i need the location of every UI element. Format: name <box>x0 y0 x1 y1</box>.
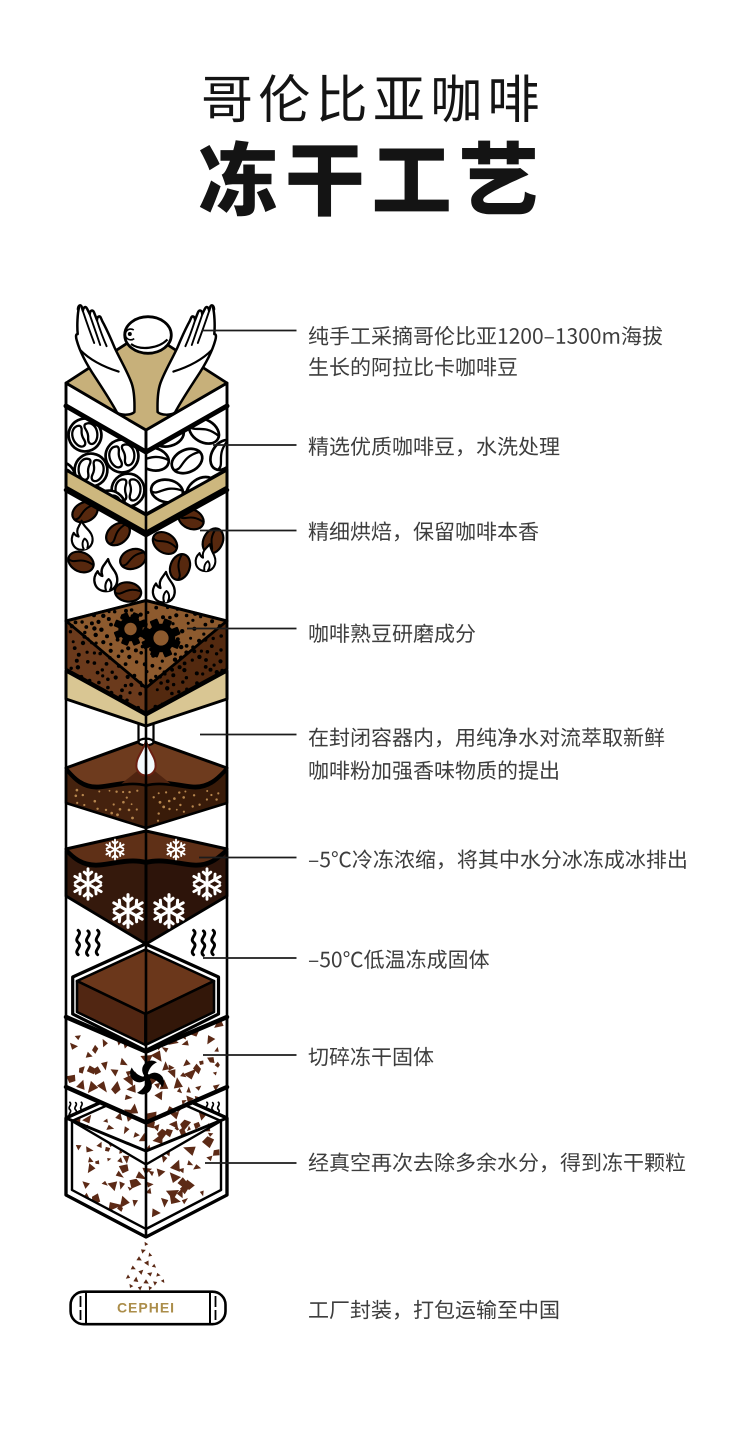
svg-text:CEPHEI: CEPHEI <box>117 1300 175 1316</box>
